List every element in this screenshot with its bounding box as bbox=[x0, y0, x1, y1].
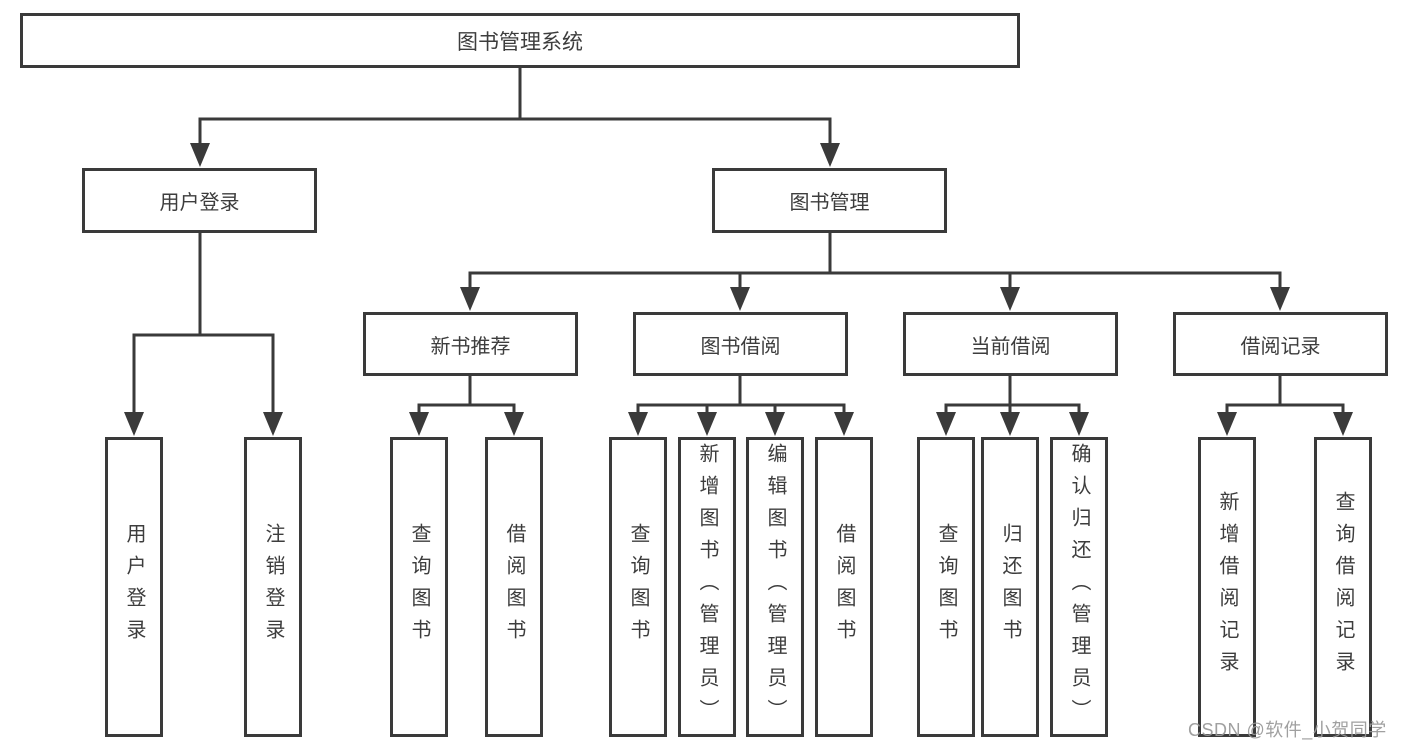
leaf-user-login: 用户登录 bbox=[105, 437, 163, 737]
node-label: 查询图书 bbox=[408, 523, 430, 651]
node-borrowing-records: 借阅记录 bbox=[1173, 312, 1388, 376]
node-label: 图书管理 bbox=[789, 192, 870, 214]
node-label: 归还图书 bbox=[999, 523, 1021, 651]
node-label: 编辑图书（管理员） bbox=[764, 443, 786, 731]
node-label: 图书管理系统 bbox=[457, 30, 583, 54]
node-label: 借阅图书 bbox=[833, 523, 855, 651]
node-user-login: 用户登录 bbox=[82, 168, 317, 233]
leaf-query-borrow-record: 查询借阅记录 bbox=[1314, 437, 1372, 737]
node-label: 借阅记录 bbox=[1240, 335, 1321, 358]
node-book-management: 图书管理 bbox=[712, 168, 947, 233]
node-label: 当前借阅 bbox=[970, 335, 1051, 358]
node-book-borrowing: 图书借阅 bbox=[633, 312, 848, 376]
node-current-borrowing: 当前借阅 bbox=[903, 312, 1118, 376]
node-label: 图书借阅 bbox=[700, 335, 781, 358]
node-label: 查询图书 bbox=[627, 523, 649, 651]
node-library-management-system: 图书管理系统 bbox=[20, 13, 1020, 68]
leaf-query-books-borrowing: 查询图书 bbox=[609, 437, 667, 737]
leaf-borrow-books-borrowing: 借阅图书 bbox=[815, 437, 873, 737]
leaf-add-books-admin: 新增图书（管理员） bbox=[678, 437, 736, 737]
node-label: 新增图书（管理员） bbox=[696, 443, 718, 731]
node-label: 查询图书 bbox=[935, 523, 957, 651]
leaf-query-books-current: 查询图书 bbox=[917, 437, 975, 737]
node-label: 新书推荐 bbox=[430, 335, 511, 358]
leaf-borrow-books-recommend: 借阅图书 bbox=[485, 437, 543, 737]
leaf-query-books-recommend: 查询图书 bbox=[390, 437, 448, 737]
leaf-return-books: 归还图书 bbox=[981, 437, 1039, 737]
node-label: 确认归还（管理员） bbox=[1068, 443, 1090, 731]
watermark: CSDN @软件_小贺同学 bbox=[1188, 720, 1387, 740]
node-label: 注销登录 bbox=[262, 523, 284, 651]
node-label: 用户登录 bbox=[159, 192, 240, 214]
leaf-logout: 注销登录 bbox=[244, 437, 302, 737]
node-label: 用户登录 bbox=[123, 523, 145, 651]
leaf-confirm-return-admin: 确认归还（管理员） bbox=[1050, 437, 1108, 737]
node-new-book-recommendation: 新书推荐 bbox=[363, 312, 578, 376]
node-label: 新增借阅记录 bbox=[1216, 491, 1238, 683]
node-label: 查询借阅记录 bbox=[1332, 491, 1354, 683]
node-label: 借阅图书 bbox=[503, 523, 525, 651]
leaf-edit-books-admin: 编辑图书（管理员） bbox=[746, 437, 804, 737]
leaf-add-borrow-record: 新增借阅记录 bbox=[1198, 437, 1256, 737]
